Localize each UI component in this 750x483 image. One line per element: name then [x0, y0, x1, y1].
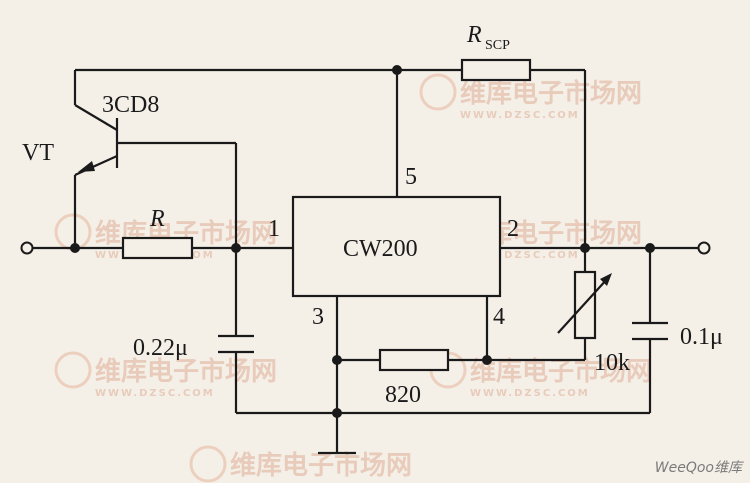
transistor-emitter-leg	[74, 154, 118, 177]
input-terminal	[20, 241, 34, 255]
potentiometer-10k	[557, 270, 612, 340]
transistor-type-label: 3CD8	[102, 92, 159, 118]
resistor-rscp	[460, 58, 532, 82]
transistor-vt	[74, 104, 119, 177]
transistor-ref-label: VT	[22, 140, 54, 166]
watermark-url: WWW.DZSC.COM	[470, 388, 590, 399]
pot-arrow-line	[557, 277, 609, 334]
junction-dot	[645, 243, 655, 253]
output-terminal	[697, 241, 711, 255]
watermark-logo-icon	[419, 73, 457, 111]
junctions	[70, 65, 655, 418]
watermark-5: 维库电子市场网 WWW.DZSC.COM	[429, 351, 652, 399]
pin2-label: 2	[507, 216, 519, 242]
capacitor-input	[218, 334, 254, 354]
resistor-820	[378, 348, 450, 372]
junction-dot	[332, 408, 342, 418]
resistor-820-label: 820	[385, 382, 421, 408]
watermark-logo-icon	[189, 445, 227, 483]
watermark-logo-icon	[54, 351, 92, 389]
transistor-collector-leg	[74, 104, 118, 131]
junction-dot	[231, 243, 241, 253]
resistor-rscp-label: R	[466, 22, 482, 48]
watermark-6: 维库电子市场网	[189, 445, 412, 483]
ic-name-label: CW200	[343, 236, 418, 262]
pot-body	[573, 270, 597, 340]
pot-10k-label: 10k	[594, 350, 630, 376]
pot-arrow-icon	[600, 273, 612, 286]
cap-input-label: 0.22μ	[133, 335, 188, 361]
watermark-url: WWW.DZSC.COM	[460, 250, 580, 261]
watermark-url: WWW.DZSC.COM	[95, 388, 215, 399]
junction-dot	[70, 243, 80, 253]
junction-dot	[482, 355, 492, 365]
emitter-arrow-icon	[78, 161, 95, 172]
wires	[33, 68, 698, 455]
pin5-label: 5	[405, 164, 417, 190]
resistor-rscp-subscript: SCP	[485, 38, 510, 53]
capacitor-output	[632, 321, 668, 341]
watermark-text: 维库电子市场网	[460, 78, 642, 109]
pin4-label: 4	[493, 304, 505, 330]
watermark-text: 维库电子市场网	[230, 450, 412, 481]
watermark-text: 维库电子市场网	[470, 356, 652, 387]
pin3-label: 3	[312, 304, 324, 330]
brand-watermark: WeeQoo维库	[654, 460, 742, 476]
junction-dot	[580, 243, 590, 253]
junction-dot	[392, 65, 402, 75]
watermark-4: 维库电子市场网 WWW.DZSC.COM	[54, 351, 277, 399]
watermark-text: 维库电子市场网	[95, 356, 277, 387]
ic-cw200	[291, 195, 502, 298]
resistor-r-label: R	[149, 206, 165, 232]
cap-output-label: 0.1μ	[680, 324, 723, 350]
pin1-label: 1	[268, 216, 280, 242]
junction-dot	[332, 355, 342, 365]
watermark-url: WWW.DZSC.COM	[460, 110, 580, 121]
resistor-r	[121, 236, 194, 260]
watermark-1: 维库电子市场网 WWW.DZSC.COM	[419, 73, 642, 121]
